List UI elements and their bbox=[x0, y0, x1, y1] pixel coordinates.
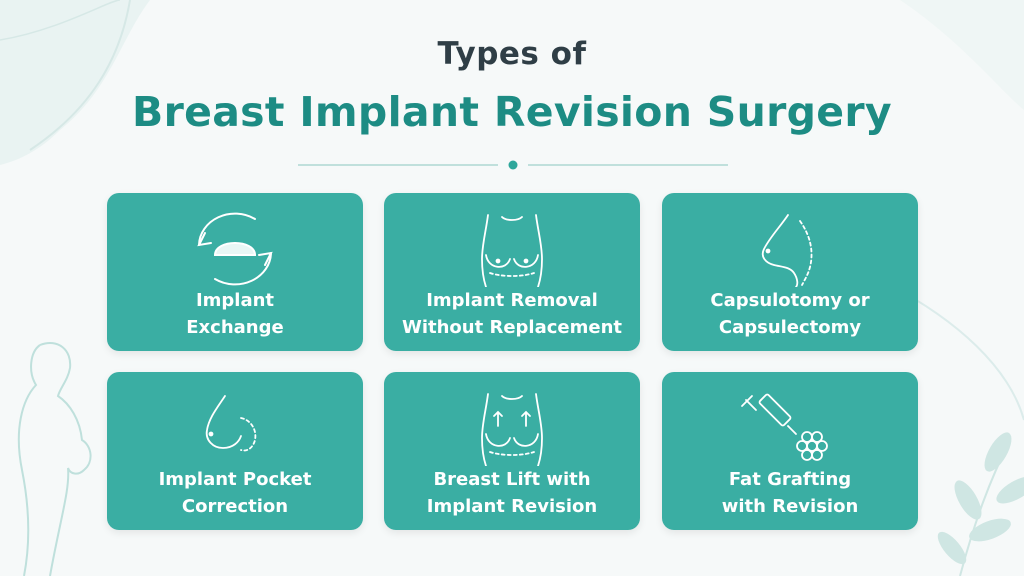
card-capsulotomy[interactable]: Capsulotomy or Capsulectomy bbox=[662, 193, 918, 351]
card-implant-removal[interactable]: Implant Removal Without Replacement bbox=[384, 193, 640, 351]
card-label: Capsulotomy or Capsulectomy bbox=[710, 290, 870, 338]
card-pocket-correction[interactable]: Implant Pocket Correction bbox=[107, 372, 363, 530]
card-label: Breast Lift with Implant Revision bbox=[426, 469, 598, 517]
torso-lift-icon bbox=[481, 393, 543, 466]
page-title: Breast Implant Revision Surgery bbox=[132, 88, 892, 136]
page-subtitle: Types of bbox=[437, 36, 587, 72]
card-label: Implant Pocket Correction bbox=[158, 469, 312, 517]
syringe-fat-icon bbox=[741, 393, 828, 461]
card-label: Implant Removal Without Replacement bbox=[401, 290, 623, 338]
card-breast-lift[interactable]: Breast Lift with Implant Revision bbox=[384, 372, 640, 530]
woman-silhouette-icon bbox=[17, 342, 92, 576]
title-divider bbox=[298, 160, 728, 170]
torso-front-icon bbox=[481, 214, 543, 287]
card-label: Fat Grafting with Revision bbox=[721, 469, 859, 517]
leaf-branch-icon bbox=[937, 432, 1024, 576]
breast-pocket-icon bbox=[205, 395, 257, 452]
breast-side-profile-icon bbox=[761, 214, 813, 287]
implant-exchange-icon bbox=[197, 212, 273, 286]
card-implant-exchange[interactable]: Implant Exchange bbox=[107, 193, 363, 351]
card-label: Implant Exchange bbox=[186, 290, 284, 338]
card-fat-grafting[interactable]: Fat Grafting with Revision bbox=[662, 372, 918, 530]
